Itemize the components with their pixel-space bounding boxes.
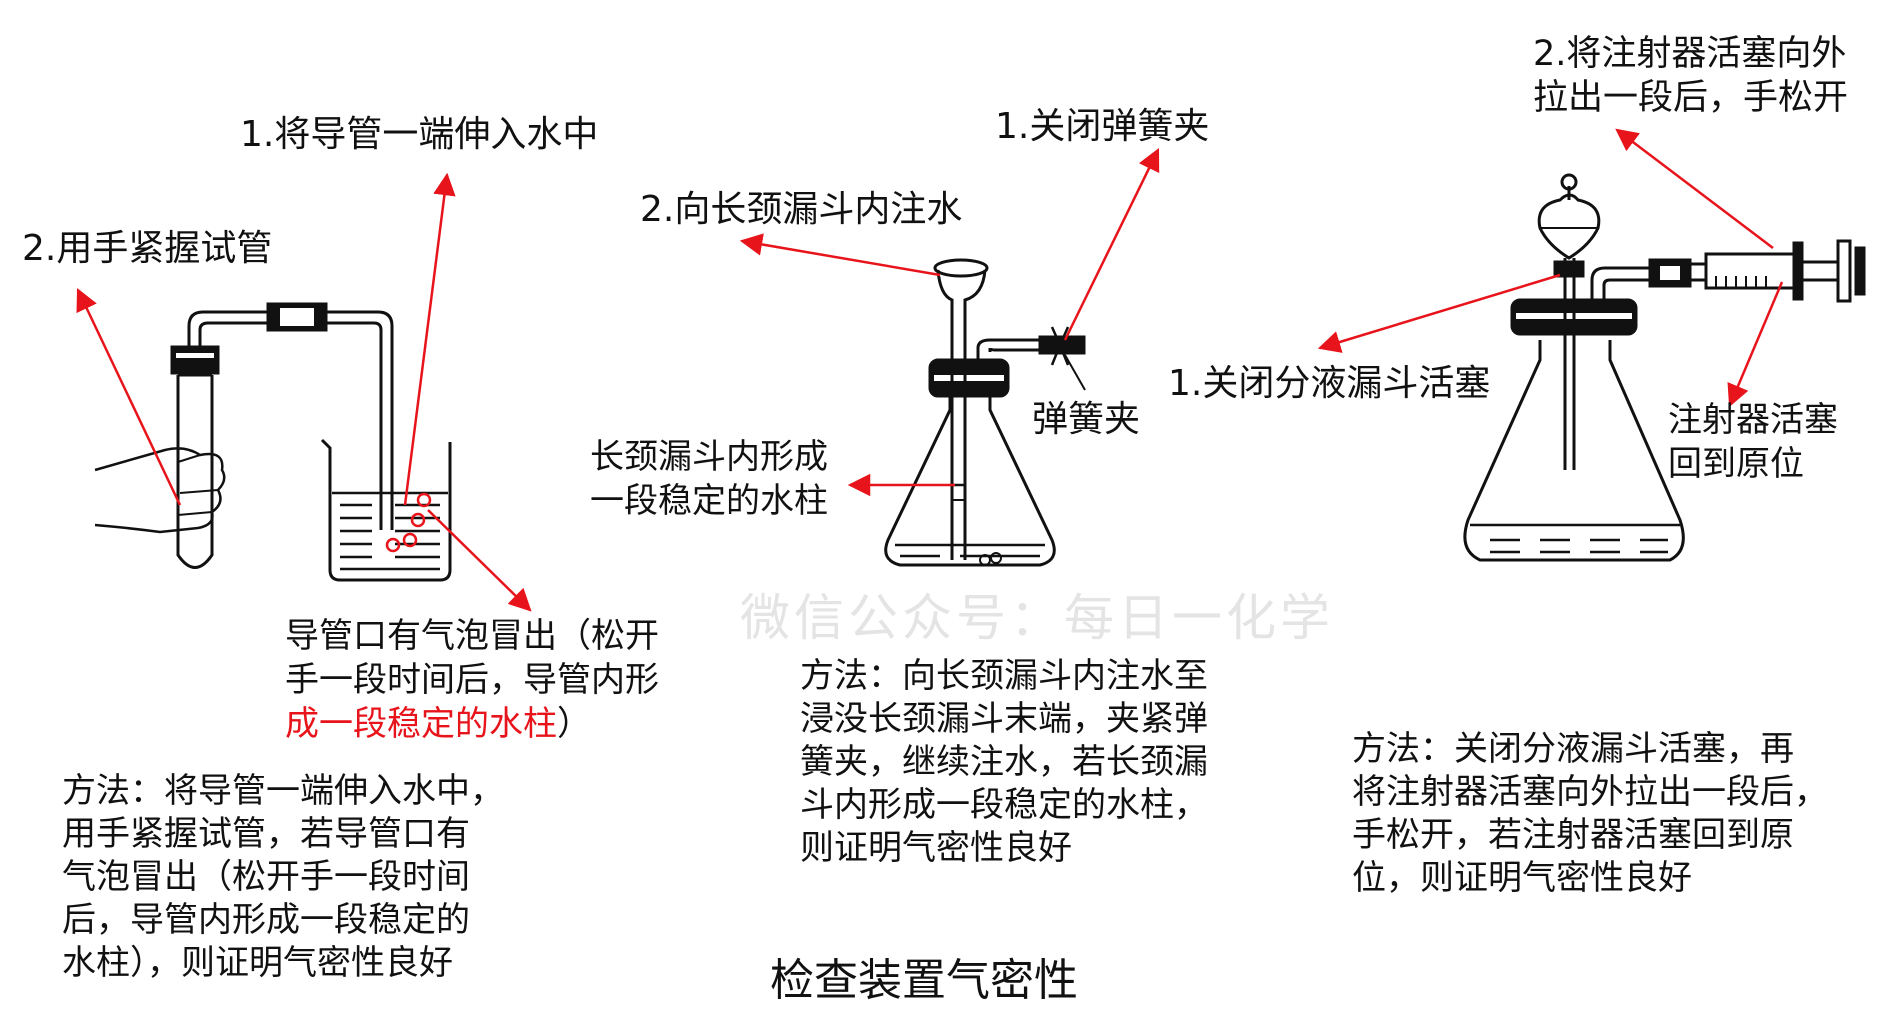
a1-step1-label: 1.将导管一端伸入水中 <box>240 114 599 155</box>
syringe-flask-setup <box>1463 173 1866 562</box>
flask-water <box>895 543 1045 558</box>
bubbles <box>385 492 432 553</box>
a1-observation-tail: ） <box>557 704 591 744</box>
a1-method-line: 后，导管内形成一段稳定的 <box>62 900 470 940</box>
a3-method-line: 将注射器活塞向外拉出一段后， <box>1352 772 1828 812</box>
side-tube <box>976 338 1040 360</box>
a1-method-line: 水柱），则证明气密性良好 <box>62 943 453 983</box>
a2-method-line: 簧夹，继续注水，若长颈漏 <box>800 742 1208 782</box>
watermark: 微信公众号：每日一化学 <box>740 589 1334 647</box>
test-tube <box>176 375 214 569</box>
a1-observation-text: 成一段稳定的水柱 <box>285 704 557 744</box>
funnel-flask-setup <box>884 258 1086 567</box>
funnel-stopcock <box>1553 260 1585 278</box>
page-title: 检查装置气密性 <box>770 955 1078 1006</box>
annotation-arrows <box>76 128 1784 612</box>
long-neck-funnel <box>936 269 987 560</box>
a1-method-line: 方法：将导管一端伸入水中， <box>62 771 504 811</box>
a1-method: 方法：将导管一端伸入水中， 用手紧握试管，若导管口有 气泡冒出（松开手一段时间 … <box>62 770 504 985</box>
hand <box>94 447 226 534</box>
a3-observation-line: 注射器活塞 <box>1668 400 1838 440</box>
a2-observation-line: 一段稳定的水柱 <box>590 481 828 521</box>
test-tube-stopper <box>170 345 220 375</box>
a3-observation-line: 回到原位 <box>1668 444 1804 484</box>
a2-method-line: 方法：向长颈漏斗内注水至 <box>800 656 1208 696</box>
a1-observation: 导管口有气泡冒出（松开 手一段时间后，导管内形 成一段稳定的水柱） <box>285 614 659 746</box>
a1-step2-label: 2.用手紧握试管 <box>22 228 273 269</box>
beaker <box>320 438 452 582</box>
test-tube-setup <box>94 302 452 582</box>
a3-step2-label: 2.将注射器活塞向外 拉出一段后，手松开 <box>1533 32 1848 120</box>
arrow-obs-a1 <box>427 509 532 612</box>
a3-method-line: 位，则证明气密性良好 <box>1352 858 1692 898</box>
a2-observation: 长颈漏斗内形成 一段稳定的水柱 <box>590 435 828 523</box>
a3-step2-line: 拉出一段后，手松开 <box>1533 78 1849 118</box>
a3-method-line: 手松开，若注射器活塞回到原 <box>1352 815 1794 855</box>
a3-step2-line: 2.将注射器活塞向外 <box>1533 34 1847 74</box>
a1-observation-line: 导管口有气泡冒出（松开 <box>285 616 659 656</box>
flask3-water <box>1470 523 1680 554</box>
a1-method-line: 用手紧握试管，若导管口有 <box>62 814 470 854</box>
a3-step1-label: 1.关闭分液漏斗活塞 <box>1168 363 1491 404</box>
a1-observation-line: 成一段稳定的水柱） <box>285 702 659 746</box>
a2-method: 方法：向长颈漏斗内注水至 浸没长颈漏斗末端，夹紧弹 簧夹，继续注水，若长颈漏 斗… <box>800 655 1208 870</box>
conical-flask <box>884 388 1056 567</box>
a2-method-line: 斗内形成一段稳定的水柱， <box>800 785 1208 825</box>
beaker-water <box>332 491 448 571</box>
a2-step2-label: 2.向长颈漏斗内注水 <box>640 189 963 230</box>
a1-observation-line: 手一段时间后，导管内形 <box>285 660 659 700</box>
a2-method-line: 则证明气密性良好 <box>800 828 1072 868</box>
a3-observation: 注射器活塞 回到原位 <box>1668 398 1838 486</box>
separatory-funnel <box>1537 193 1601 260</box>
a1-method-line: 气泡冒出（松开手一段时间 <box>62 857 470 897</box>
a3-method: 方法：关闭分液漏斗活塞，再 将注射器活塞向外拉出一段后， 手松开，若注射器活塞回… <box>1352 728 1828 900</box>
a3-method-line: 方法：关闭分液漏斗活塞，再 <box>1352 729 1794 769</box>
spring-clamp <box>1050 326 1070 366</box>
arrow-step2-a1 <box>76 287 182 506</box>
arrow-obs-a3 <box>1727 281 1784 408</box>
arrow-step2-a2 <box>739 233 941 277</box>
arrow-step1-a1 <box>403 172 456 506</box>
arrow-step1-a3 <box>1317 273 1561 353</box>
arrow-step2-a3 <box>1615 128 1774 249</box>
a2-method-line: 浸没长颈漏斗末端，夹紧弹 <box>800 699 1208 739</box>
arrow-step1-a2 <box>1063 147 1160 341</box>
spring-clamp-label: 弹簧夹 <box>1032 399 1141 440</box>
conical-flask-3 <box>1463 340 1685 562</box>
a2-step1-label: 1.关闭弹簧夹 <box>995 106 1210 147</box>
a2-observation-line: 长颈漏斗内形成 <box>590 437 828 477</box>
syringe <box>1688 239 1866 303</box>
